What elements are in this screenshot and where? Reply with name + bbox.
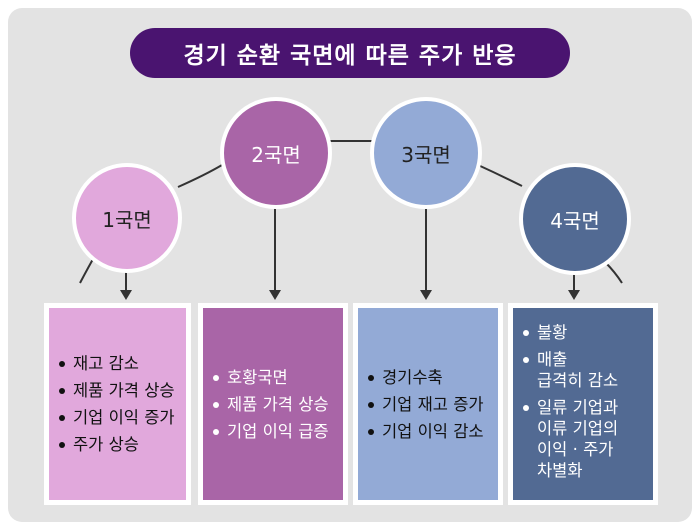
phase4-label: 4국면 <box>550 208 600 233</box>
cycle-arc <box>477 164 523 187</box>
cycle-arc <box>177 164 223 188</box>
arrowhead-phase3 <box>420 290 432 300</box>
phase1-box: 재고 감소 제품 가격 상승 기업 이익 증가 주가 상승 <box>44 303 191 505</box>
list-item: 기업 재고 증가 <box>368 394 488 415</box>
phase2-label: 2국면 <box>251 142 301 167</box>
list-item: 기업 이익 증가 <box>59 407 176 428</box>
diagram-title: 경기 순환 국면에 따른 주가 반응 <box>130 28 570 78</box>
list-item: 기업 이익 감소 <box>368 421 488 442</box>
phase4-circle: 4국면 <box>519 163 631 275</box>
list-item: 주가 상승 <box>59 434 176 455</box>
phase1-circle: 1국면 <box>72 163 182 273</box>
list-item: 호황국면 <box>213 367 333 388</box>
list-item: 불황 <box>523 322 643 343</box>
list-item: 매출 급격히 감소 <box>523 349 643 391</box>
list-item: 일류 기업과 이류 기업의 이익 · 주가 차별화 <box>523 397 643 481</box>
phase4-box: 불황 매출 급격히 감소 일류 기업과 이류 기업의 이익 · 주가 차별화 <box>508 303 658 505</box>
phase1-label: 1국면 <box>102 207 152 232</box>
phase2-circle: 2국면 <box>220 97 332 209</box>
arrowhead-phase4 <box>568 290 580 300</box>
arrowhead-phase2 <box>269 290 281 300</box>
phase3-box: 경기수축 기업 재고 증가 기업 이익 감소 <box>353 303 503 505</box>
cycle-arc <box>604 261 623 284</box>
list-item: 제품 가격 상승 <box>213 394 333 415</box>
list-item: 경기수축 <box>368 367 488 388</box>
phase2-box: 호황국면 제품 가격 상승 기업 이익 급증 <box>198 303 348 505</box>
list-item: 재고 감소 <box>59 353 176 374</box>
arrowhead-phase1 <box>120 290 132 300</box>
phase3-circle: 3국면 <box>370 97 482 209</box>
list-item: 기업 이익 급증 <box>213 421 333 442</box>
phase3-label: 3국면 <box>401 142 451 167</box>
list-item: 제품 가격 상승 <box>59 380 176 401</box>
